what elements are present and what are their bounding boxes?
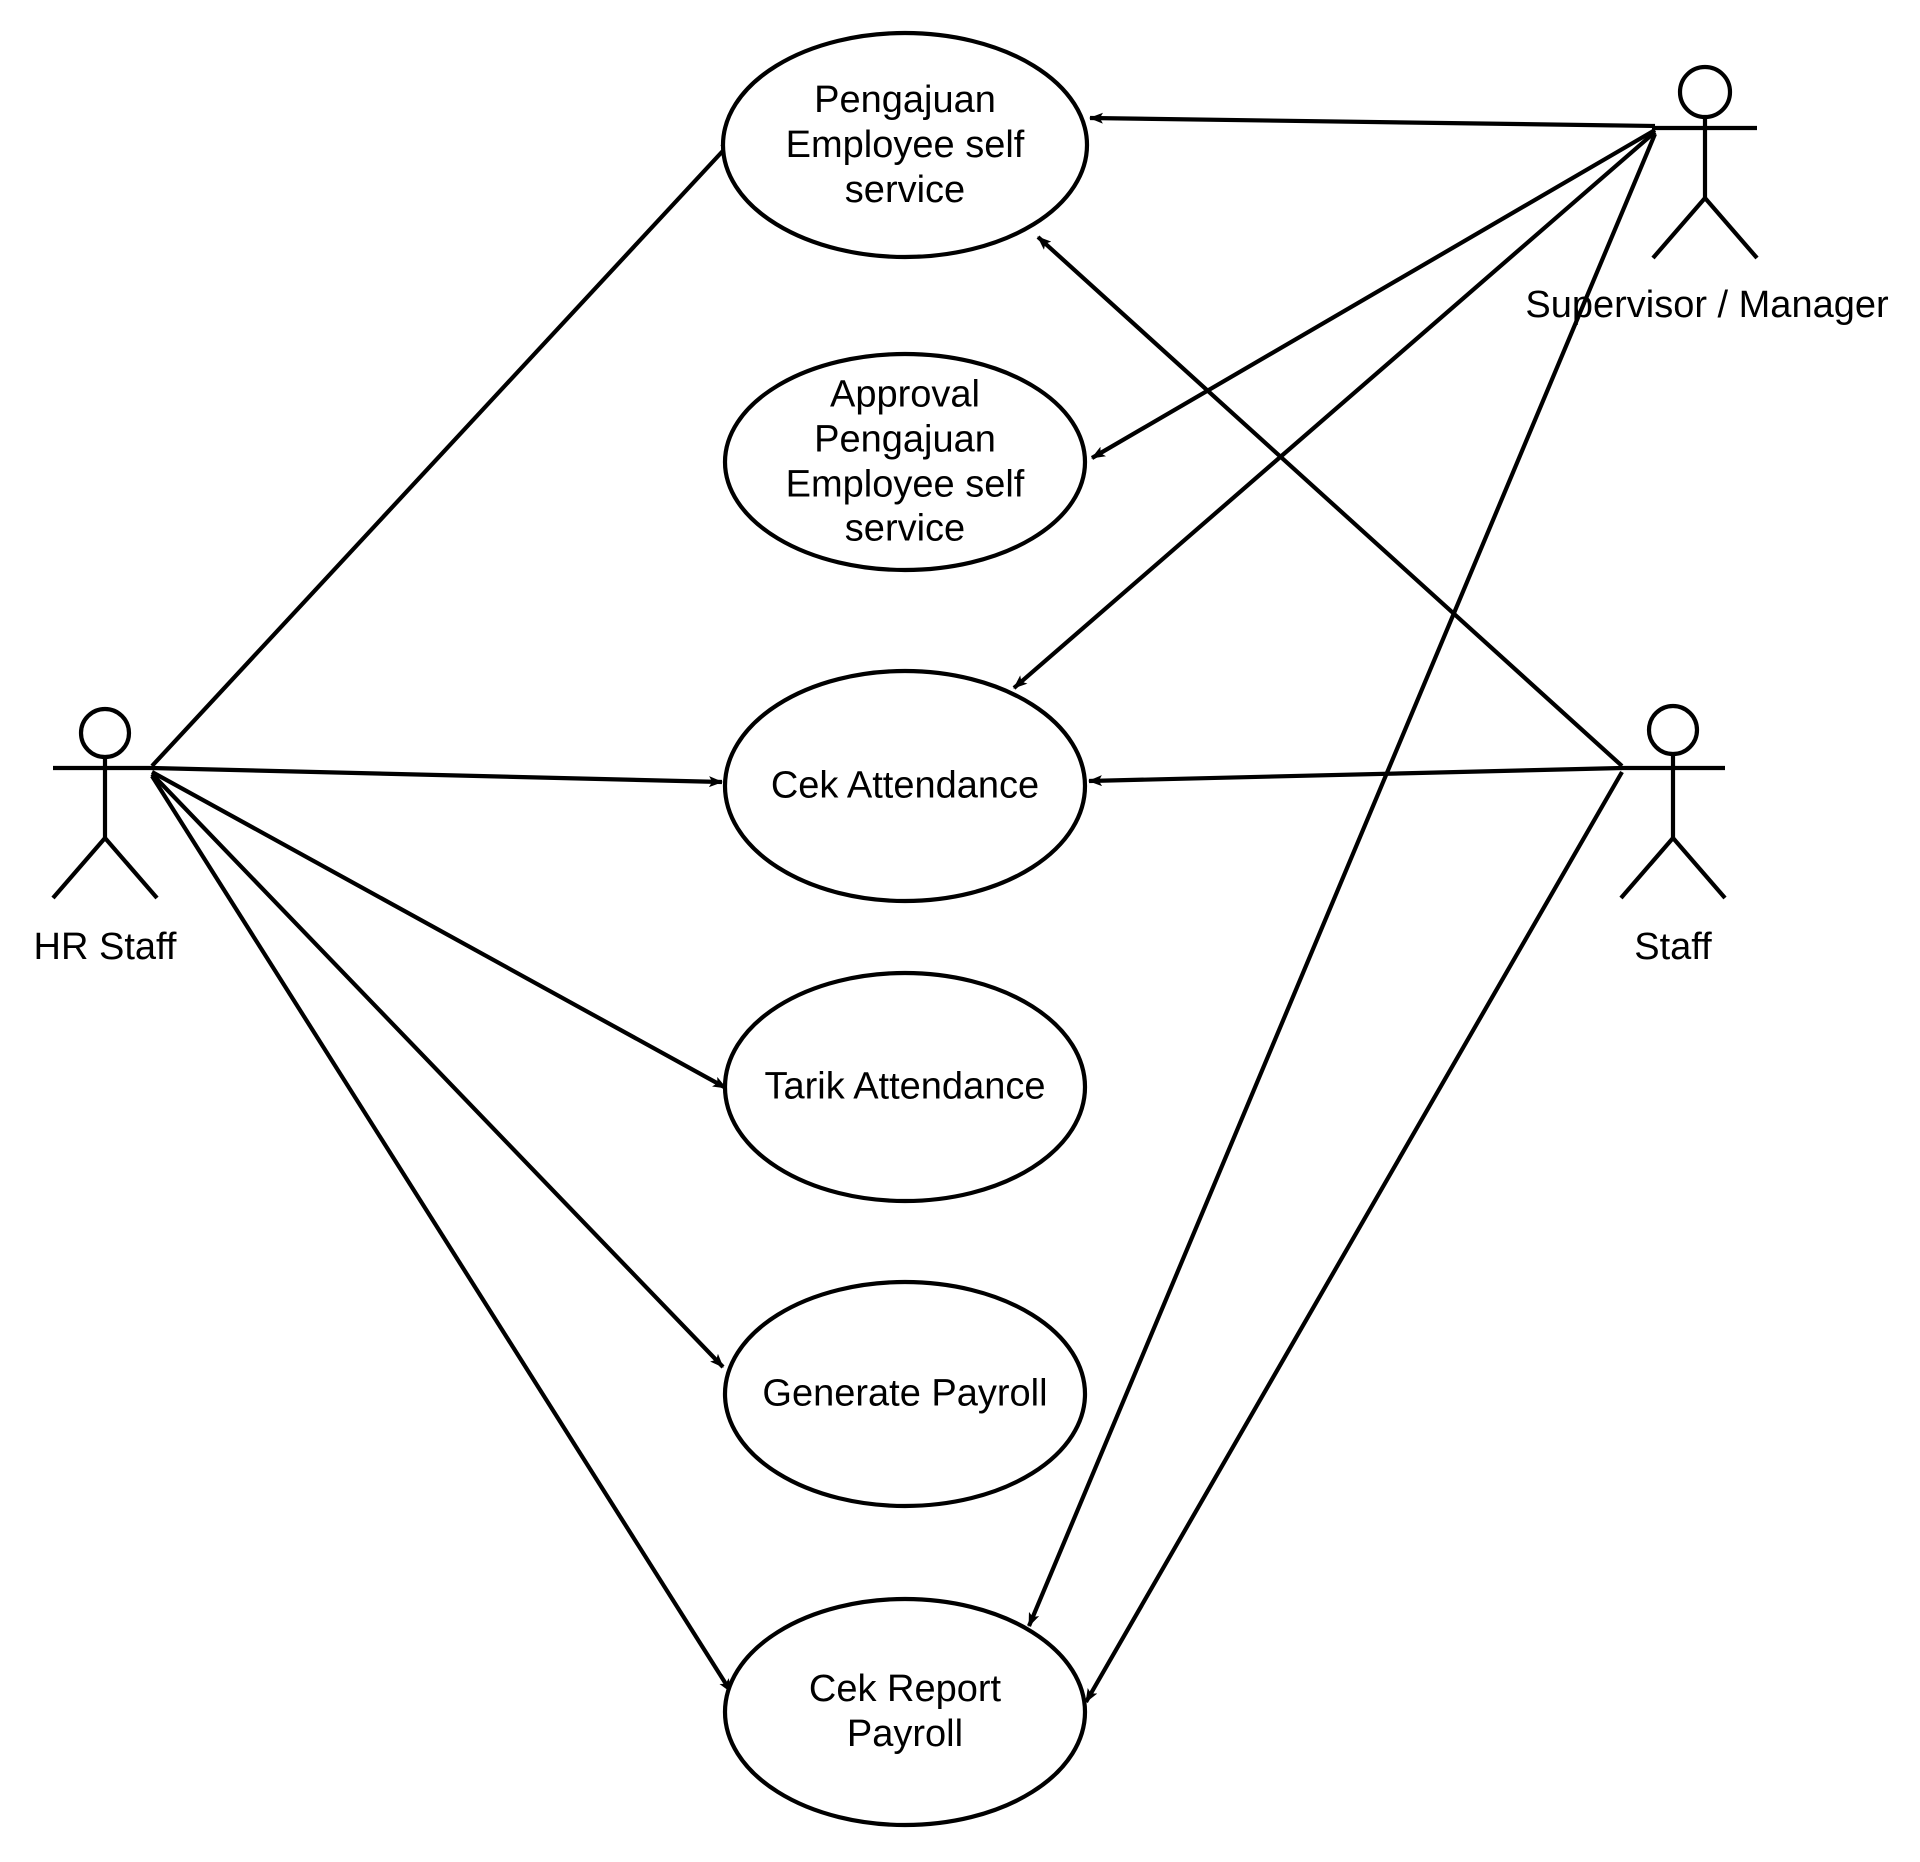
association-staff-to-pengajuan: [1036, 235, 1624, 768]
association-hr-to-cek-report: [150, 774, 733, 1694]
actor-hr-staff[interactable]: [51, 706, 159, 900]
actor-left-leg-icon: [51, 836, 107, 900]
actor-left-leg-icon: [1619, 836, 1675, 900]
actor-head-icon: [78, 706, 132, 760]
association-hr-to-cek-attendance: [151, 765, 723, 788]
association-layer: [150, 112, 1657, 1704]
association-sup-to-cek-report: [1027, 133, 1657, 1627]
actor-staff[interactable]: [1619, 703, 1727, 900]
association-hr-to-pengajuan: [150, 138, 735, 768]
association-sup-to-pengajuan: [1089, 112, 1656, 129]
association-staff-to-cek-attendance: [1088, 765, 1623, 787]
use-case-ellipse-generate-payroll[interactable]: [722, 1279, 1088, 1509]
actor-left-leg-icon: [1651, 196, 1707, 260]
association-hr-to-tarik-attendance: [150, 770, 728, 1090]
actor-right-leg-icon: [1703, 196, 1759, 260]
use-case-ellipse-approval-pengajuan-ess[interactable]: [722, 351, 1088, 573]
use-case-layer: [720, 30, 1090, 1828]
actor-right-leg-icon: [103, 836, 159, 900]
actor-head-icon: [1677, 64, 1733, 120]
use-case-ellipse-cek-report-payroll[interactable]: [722, 1596, 1088, 1828]
association-sup-to-cek-attendance: [1012, 130, 1657, 690]
use-case-ellipse-pengajuan-ess[interactable]: [720, 30, 1090, 260]
actor-head-icon: [1646, 703, 1700, 757]
association-sup-to-approval: [1090, 128, 1657, 460]
use-case-ellipse-cek-attendance[interactable]: [722, 668, 1088, 904]
actor-right-leg-icon: [1671, 836, 1727, 900]
actor-layer: [51, 64, 1759, 900]
use-case-ellipse-tarik-attendance[interactable]: [722, 970, 1088, 1204]
actor-supervisor-manager[interactable]: [1651, 64, 1759, 260]
association-hr-to-generate-payroll: [150, 772, 725, 1369]
association-staff-to-cek-report: [1084, 770, 1624, 1704]
